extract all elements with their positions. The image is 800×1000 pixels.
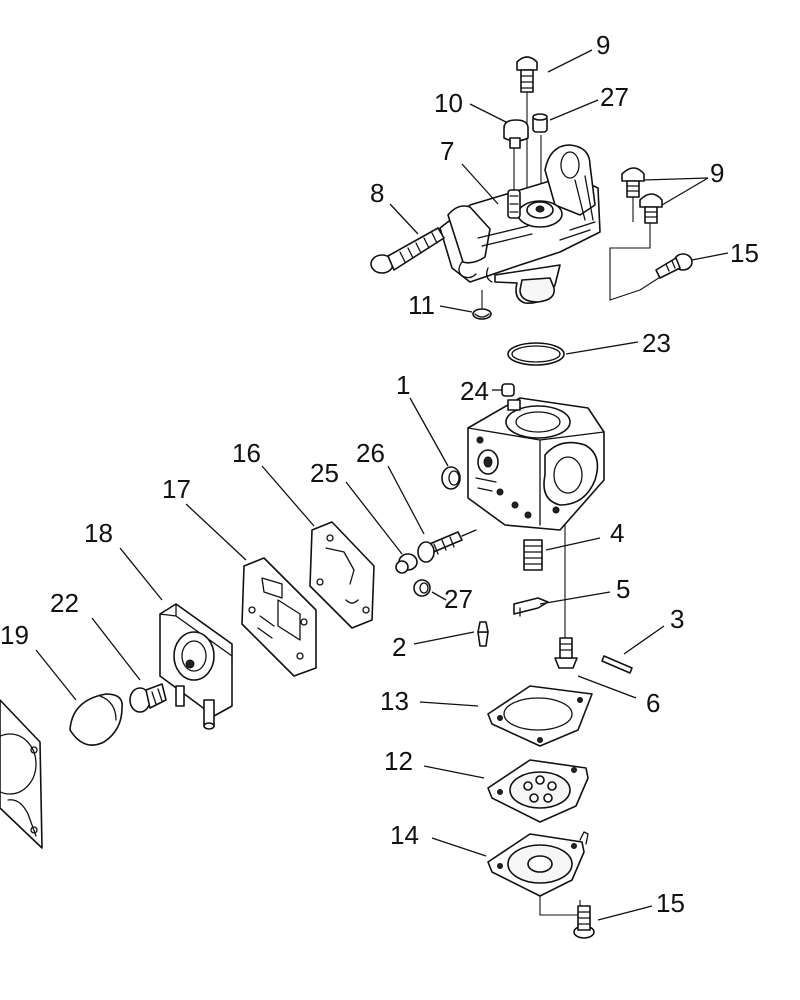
lever-cover-assembly bbox=[439, 144, 601, 304]
pin-24 bbox=[501, 383, 515, 397]
gasket-13 bbox=[487, 685, 593, 747]
part-25 bbox=[395, 553, 418, 574]
callout-24: 24 bbox=[460, 376, 489, 406]
callout-22: 22 bbox=[50, 588, 79, 618]
callout-8: 8 bbox=[370, 178, 384, 208]
needle-26 bbox=[417, 529, 477, 563]
callout-11: 11 bbox=[408, 290, 435, 320]
callout-14: 14 bbox=[390, 820, 419, 850]
callout-10: 10 bbox=[434, 88, 463, 118]
callout-7: 7 bbox=[440, 136, 454, 166]
leader-lines bbox=[35, 49, 729, 921]
screws-9-right bbox=[621, 167, 663, 224]
callout-26: 26 bbox=[356, 438, 385, 468]
callout-25: 25 bbox=[310, 458, 339, 488]
screw-15-top bbox=[655, 253, 693, 279]
needle-valve-2 bbox=[477, 621, 489, 647]
pin-3 bbox=[601, 655, 633, 674]
diaphragm-12 bbox=[487, 759, 589, 823]
callout-2: 2 bbox=[392, 632, 406, 662]
callout-18: 18 bbox=[84, 518, 113, 548]
callout-15-top: 15 bbox=[730, 238, 759, 268]
callout-labels: 9 27 10 7 9 8 15 11 23 1 24 16 26 25 17 … bbox=[0, 30, 759, 918]
callout-9-top: 9 bbox=[596, 30, 610, 60]
ring-1 bbox=[441, 466, 461, 490]
pump-body-18 bbox=[159, 603, 233, 730]
clip-11 bbox=[472, 308, 492, 320]
carburetor-body bbox=[467, 397, 605, 531]
callout-3: 3 bbox=[670, 604, 684, 634]
callout-5: 5 bbox=[616, 574, 630, 604]
callout-13: 13 bbox=[380, 686, 409, 716]
callout-1: 1 bbox=[396, 370, 410, 400]
lever-5 bbox=[513, 597, 549, 617]
primer-bulb-19 bbox=[69, 693, 123, 746]
cap-27-top bbox=[532, 113, 548, 133]
callout-27-top: 27 bbox=[600, 82, 629, 112]
spring-4 bbox=[523, 539, 543, 571]
cover-14 bbox=[487, 831, 589, 897]
callout-23: 23 bbox=[642, 328, 671, 358]
screw-9-top bbox=[516, 56, 538, 93]
adjuster-10 bbox=[503, 119, 529, 149]
callout-27-lower: 27 bbox=[444, 584, 473, 614]
screw-15-bottom bbox=[573, 905, 595, 939]
callout-6: 6 bbox=[646, 688, 660, 718]
callout-19: 19 bbox=[0, 620, 29, 650]
callout-15-bottom: 15 bbox=[656, 888, 685, 918]
plate-17 bbox=[241, 557, 317, 677]
callout-12: 12 bbox=[384, 746, 413, 776]
callout-17: 17 bbox=[162, 474, 191, 504]
o-ring-23 bbox=[507, 342, 565, 366]
gasket-16 bbox=[309, 521, 375, 629]
screw-6 bbox=[554, 637, 578, 669]
long-screw-8 bbox=[370, 227, 445, 274]
callout-9-right: 9 bbox=[710, 158, 724, 188]
alignment-guides bbox=[481, 88, 666, 916]
callout-16: 16 bbox=[232, 438, 261, 468]
cap-27-lower bbox=[413, 579, 431, 597]
flange-left bbox=[0, 699, 43, 849]
callout-4: 4 bbox=[610, 518, 624, 548]
fitting-22 bbox=[129, 683, 167, 713]
